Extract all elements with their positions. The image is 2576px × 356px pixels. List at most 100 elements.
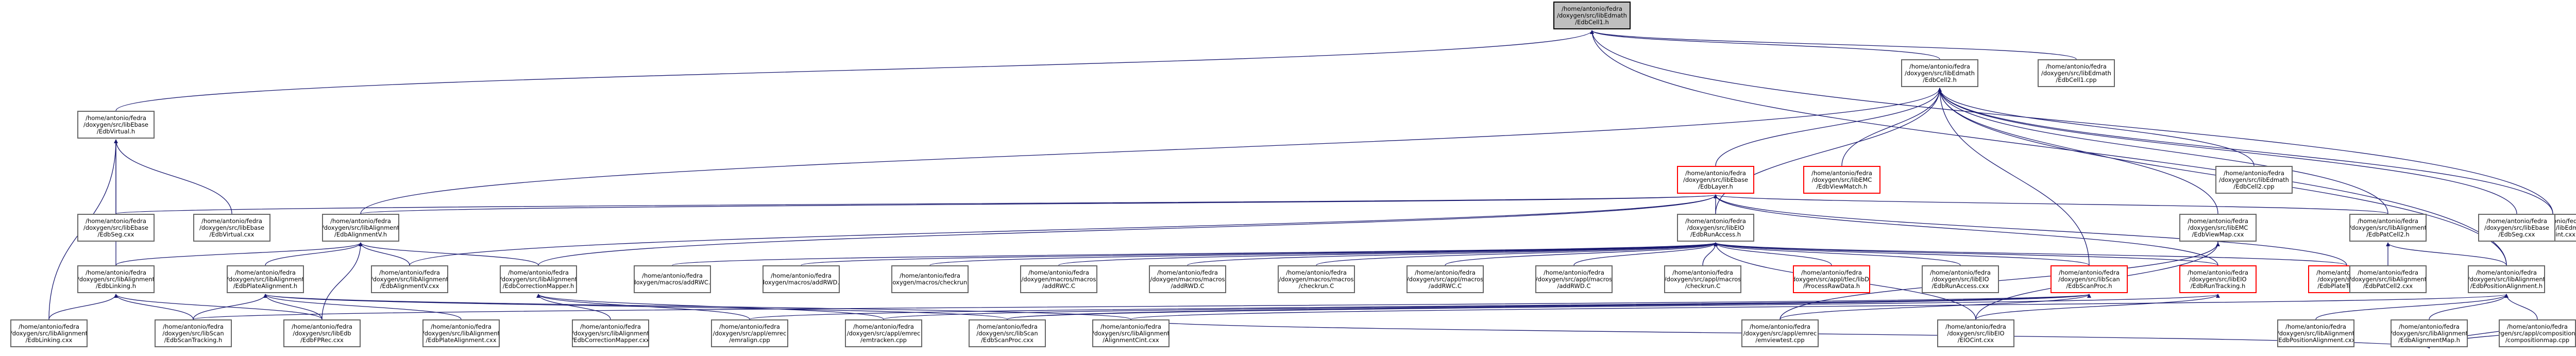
graph-node-n_edbseg_cxx[interactable]: /home/antonio/fedra/doxygen/src/libEbase… <box>77 214 155 242</box>
node-label-line: /home/antonio/fedra <box>201 217 262 225</box>
edge-n_edbrunTracking_h-to-n_edblayer_h <box>1714 194 2218 266</box>
graph-node-n_a_checkrun_c[interactable]: /home/antonio/fedra/doxygen/src/appl/mac… <box>1664 265 1741 293</box>
graph-node-n_edbalignmentv_h[interactable]: /home/antonio/fedra/doxygen/src/libAlign… <box>322 214 399 242</box>
node-label-line: /home/antonio/fedra <box>431 323 492 330</box>
graph-node-n_a_addrwc_c[interactable]: /home/antonio/fedra/doxygen/src/appl/mac… <box>1406 265 1484 293</box>
graph-node-n_edbplatealignment_h[interactable]: /home/antonio/fedra/doxygen/src/libAlign… <box>227 265 304 293</box>
graph-node-n_m_checkrun_c[interactable]: /home/antonio/fedra/doxygen/macros/macro… <box>1278 265 1355 293</box>
graph-node-n_checkrun_c[interactable]: /home/antonio/fedra/doxygen/macros/check… <box>891 265 969 293</box>
graph-node-n_edblayer_h[interactable]: /home/antonio/fedra/doxygen/src/libEbase… <box>1677 166 1754 194</box>
node-label-line: /home/antonio/fedra <box>379 268 440 276</box>
graph-node-n_m_addrwc_c[interactable]: /home/antonio/fedra/doxygen/macros/macro… <box>1020 265 1097 293</box>
graph-node-n_edbfprec_cxx[interactable]: /home/antonio/fedra/doxygen/src/libEdb/E… <box>283 319 361 347</box>
edge-n_edbalignmentmap_h-to-n_edbpositionalignment_h <box>2429 294 2509 320</box>
graph-node-n_edbviewmap_cxx[interactable]: /home/antonio/fedra/doxygen/src/libEMC/E… <box>2179 214 2257 242</box>
edge-n_a_addrwd_c-to-n_edbrunaccess_h <box>1573 242 1718 266</box>
graph-node-root: /home/antonio/fedra/doxygen/src/libEdmat… <box>1553 2 1631 29</box>
node-label-line: /doxygen/src/libEMC <box>2188 224 2248 231</box>
graph-node-n_edbpositionalignment_cxx[interactable]: /home/antonio/fedra/doxygen/src/libAlign… <box>2277 319 2354 347</box>
graph-node-n_edbvirtual_cxx[interactable]: /home/antonio/fedra/doxygen/src/libEbase… <box>193 214 270 242</box>
node-label-line: /home/antonio/fedra <box>1811 169 1872 177</box>
node-label-line: /doxygen/src/libAlignment <box>227 275 304 283</box>
node-label-line: /EdbCell1.h <box>1575 18 1609 26</box>
edge-n_edbfprec_cxx-to-n_edbplatealignment_h <box>263 294 323 320</box>
graph-node-n_edbviewmatch_h[interactable]: /home/antonio/fedra/doxygen/src/libEMC/E… <box>1803 166 1880 194</box>
edge-n_edblinking_cxx-to-n_edblinking_h <box>48 294 118 320</box>
edge-n_edbseg_cxx-to-n_edblayer_h <box>115 194 1717 214</box>
graph-node-n_edbscanproc_cxx[interactable]: /home/antonio/fedra/doxygen/src/libScan/… <box>969 319 1046 347</box>
edge-n_edbvirtual_cxx-to-n_edbvirtual_h <box>114 139 232 214</box>
graph-node-n_edbcell2_h[interactable]: /home/antonio/fedra/doxygen/src/libEdmat… <box>1901 59 1978 87</box>
graph-node-n_addrwd2_c[interactable]: /home/antonio/fedra/doxygen/macros/addRW… <box>762 265 840 293</box>
graph-node-n_a_addrwd_c[interactable]: /home/antonio/fedra/doxygen/src/appl/mac… <box>1535 265 1613 293</box>
edge-n_edbviewmatch_h-to-n_edbcell2_h <box>1841 88 1942 166</box>
node-label-line: /EIOCint.cxx <box>1957 336 1994 344</box>
node-label-line: /home/antonio/fedra <box>1415 268 1476 276</box>
node-label-line: /home/antonio/fedra <box>508 268 569 276</box>
edge-n_edbfprec_cxx-to-n_edbalignmentv_h <box>321 242 363 320</box>
node-label-line: /home/antonio/fedra <box>2224 169 2284 177</box>
node-label-line: /EdbLayer.h <box>1698 182 1733 190</box>
node-label-line: /doxygen/src/libAlignment <box>2349 275 2427 283</box>
graph-node-n_emtracken_cpp[interactable]: /home/antonio/fedra/doxygen/src/appl/emr… <box>845 319 922 347</box>
node-label-line: /home/antonio/fedra <box>853 323 914 330</box>
graph-node-n_emrecall_cpp[interactable]: /home/antonio/fedra/doxygen/src/appl/emr… <box>711 319 788 347</box>
node-label-line: /doxygen/src/libEdb <box>293 329 351 337</box>
node-label-line: /home/antonio/fedra <box>86 114 146 122</box>
node-label-line: /addRWD.C <box>1557 282 1591 290</box>
node-label-line: /EdbSeg.cxx <box>2498 230 2535 238</box>
graph-node-n_edbcorrectionmapper_h[interactable]: /home/antonio/fedra/doxygen/src/libAlign… <box>500 265 577 293</box>
edge-n_edbscantracking_h-to-n_edblinking_h <box>114 294 194 320</box>
node-label-line: /doxygen/src/libAlignment <box>10 329 88 337</box>
graph-node-n_edbplatealignment_cxx[interactable]: /home/antonio/fedra/doxygen/src/libAlign… <box>422 319 500 347</box>
edge-n_edbcell1_cpp-to-root <box>1590 30 2077 60</box>
graph-node-n_emviewtest_cpp[interactable]: /home/antonio/fedra/doxygen/src/appl/emr… <box>1741 319 1819 347</box>
edge-n_a_addrwc_c-to-n_edbrunaccess_h <box>1445 242 1718 266</box>
graph-node-n_edbpositionalignment_h[interactable]: /home/antonio/fedra/doxygen/src/libAlign… <box>2468 265 2545 293</box>
edge-n_edbviewmap_h-to-n_edbcell2_h <box>1938 88 2218 214</box>
node-label-line: /home/antonio/fedra <box>1750 323 1810 330</box>
edge-n_edbcorrectionmapper_h-to-n_edbalignmentv_h <box>359 242 539 266</box>
graph-node-n_edbvirtual_h[interactable]: /home/antonio/fedra/doxygen/src/libEbase… <box>77 111 155 139</box>
node-label-line: /EdbCell2.cpp <box>2233 182 2275 190</box>
graph-node-n_emcomposition_cpp[interactable]: /home/antonio/fedra/doxygen/src/appl/com… <box>2499 319 2576 347</box>
node-label-line: /doxygen/src/appl/composition/map <box>2500 329 2575 337</box>
node-label-line: /emralign.cpp <box>729 336 770 344</box>
edge-n_edbalignmentv_h-to-n_edblayer_h <box>360 194 1717 214</box>
node-label-line: /addRWC.C <box>1428 282 1462 290</box>
graph-node-n_edbrunTracking_h[interactable]: /home/antonio/fedra/doxygen/src/libEIO/E… <box>2179 265 2257 293</box>
graph-node-n_edbcint_cxx[interactable]: /home/antonio/fedra/doxygen/src/libEIO/E… <box>1937 319 2014 347</box>
graph-node-n_edblinking_h[interactable]: /home/antonio/fedra/doxygen/src/libAlign… <box>77 265 155 293</box>
node-label-line: /home/antonio/fedra <box>1945 323 2006 330</box>
edge-n_edbrunaccess_cxx-to-n_edbrunaccess_h <box>1714 242 1961 266</box>
graph-node-n_edbscanproc_h[interactable]: /home/antonio/fedra/doxygen/src/libScan/… <box>2050 265 2128 293</box>
graph-node-n_alignmentcint_cxx[interactable]: /home/antonio/fedra/doxygen/src/libAlign… <box>1092 319 1170 347</box>
graph-node-n_edbrecord_cxx[interactable]: /home/antonio/fedra/doxygen/src/libEbase… <box>2478 214 2555 242</box>
graph-node-n_edbalignmentmap_h[interactable]: /home/antonio/fedra/doxygen/src/libAlign… <box>2391 319 2468 347</box>
node-label-line: /emviewtest.cpp <box>1755 336 1805 344</box>
node-label-line: /EdbSeg.cxx <box>97 230 134 238</box>
graph-node-n_addrwd_cxx[interactable]: /home/antonio/fedra/doxygen/macros/addRW… <box>634 265 711 293</box>
graph-node-n_edbcell1_cpp[interactable]: /home/antonio/fedra/doxygen/src/libEdmat… <box>2038 59 2115 87</box>
graph-node-n_edbrunaccess_h[interactable]: /home/antonio/fedra/doxygen/src/libEIO/E… <box>1677 214 1754 242</box>
graph-node-n_edbscantracking_h[interactable]: /home/antonio/fedra/doxygen/src/libScan/… <box>155 319 232 347</box>
edge-n_edbalignmentv_h-to-n_edbcell2_h <box>360 88 1942 214</box>
graph-node-n_edbcorrectionmapper_cxx[interactable]: /home/antonio/fedra/doxygen/src/libAlign… <box>572 319 649 347</box>
node-label-line: /doxygen/src/libScan <box>162 329 224 337</box>
graph-node-n_edbpatcell2_h[interactable]: /home/antonio/fedra/doxygen/src/libAlign… <box>2349 214 2427 242</box>
graph-node-n_edbcell2_cpp[interactable]: /home/antonio/fedra/doxygen/src/libEdmat… <box>2215 166 2293 194</box>
graph-node-n_edbpatcell2_cxx[interactable]: /home/antonio/fedra/doxygen/src/libAlign… <box>2349 265 2427 293</box>
node-label-line: /home/antonio/fedra <box>2358 268 2418 276</box>
graph-node-n_processrawdata_h[interactable]: /home/antonio/fedra/doxygen/src/appl/tle… <box>1793 265 1870 293</box>
graph-node-n_edbrunaccess_cxx[interactable]: /home/antonio/fedra/doxygen/src/libEIO/E… <box>1922 265 1999 293</box>
edge-n_edbcorrectionmapper_cxx-to-n_edbcorrectionmapper_h <box>536 294 611 320</box>
graph-node-n_m_addrwd_c[interactable]: /home/antonio/fedra/doxygen/macros/macro… <box>1149 265 1226 293</box>
graph-node-n_edbalignmentv_cxx[interactable]: /home/antonio/fedra/doxygen/src/libAlign… <box>371 265 448 293</box>
edge-n_processrawdata_h-to-n_edbrunaccess_h <box>1714 242 1832 266</box>
node-label-line: /doxygen/src/libEIO <box>2189 275 2247 283</box>
node-label-line: /doxygen/src/libEbase <box>1683 176 1749 183</box>
graph-node-n_edblinking_cxx[interactable]: /home/antonio/fedra/doxygen/src/libAlign… <box>10 319 88 347</box>
node-label-line: /doxygen/src/libAlignment <box>422 329 500 337</box>
edge-n_edbplatealignment_h-to-n_edbalignmentv_h <box>265 242 363 266</box>
